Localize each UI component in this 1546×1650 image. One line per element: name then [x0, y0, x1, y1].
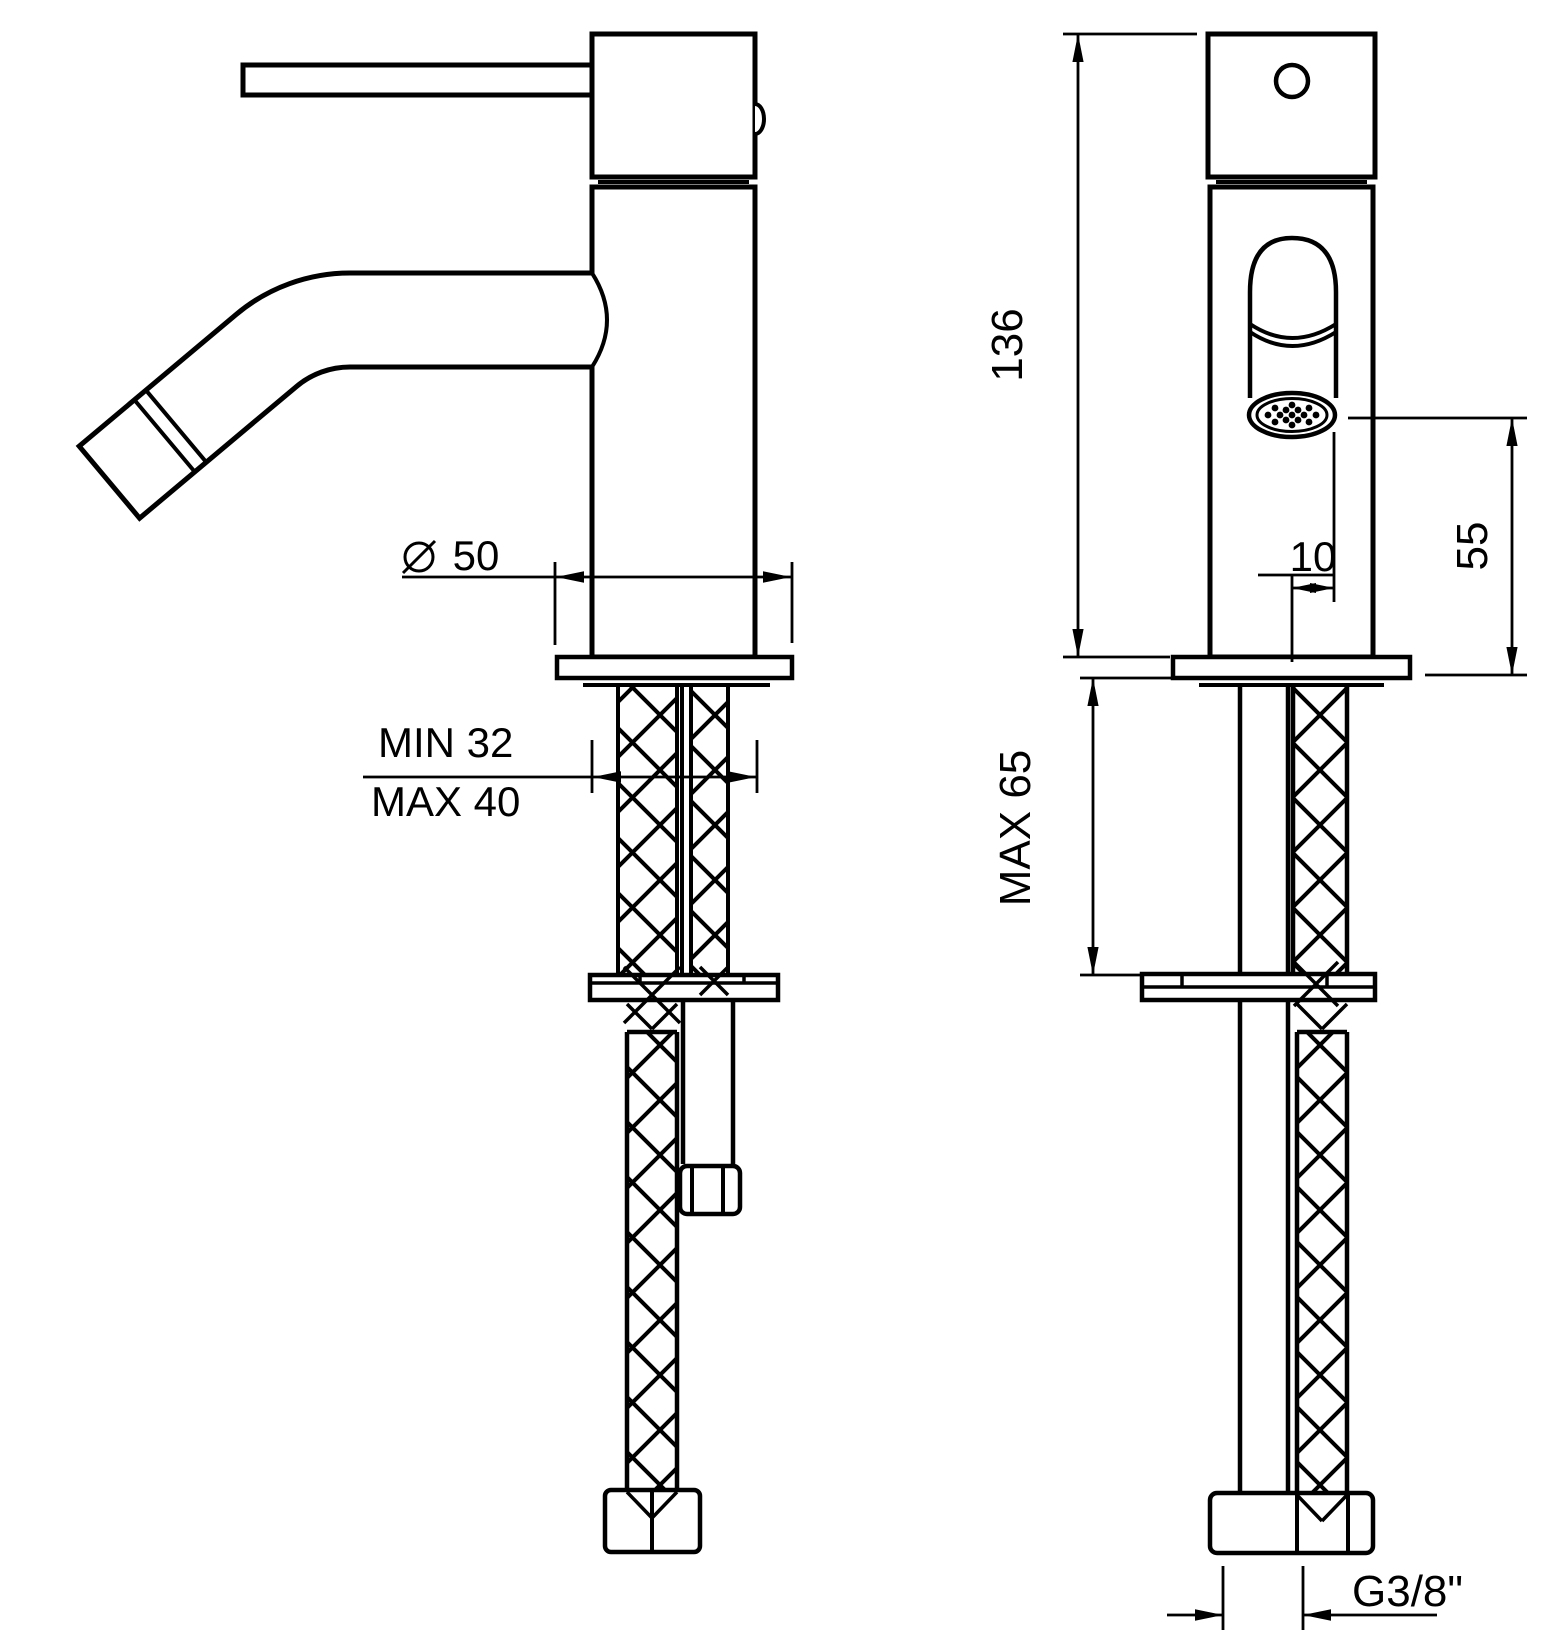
dim-total-height: 136 [983, 32, 1197, 659]
mounting-bracket-detail [1142, 974, 1375, 989]
arrowhead [1506, 647, 1518, 675]
dim-label-max-deck-thickness: MAX 65 [991, 750, 1040, 907]
dimensions: 50 MIN 32 MAX 40 136 MAX 65 [363, 32, 1527, 1630]
supply-hose-front [1294, 1029, 1350, 1493]
hose-hatch-tip [625, 1490, 679, 1520]
front-view [1139, 31, 1413, 1556]
side-view [75, 31, 795, 1555]
dim-label-connection-thread: G3/8" [1352, 1567, 1463, 1616]
deck-plate [554, 654, 795, 681]
dim-max-deck-thickness: MAX 65 [991, 676, 1173, 977]
arrowhead [1310, 583, 1334, 593]
spout-tip-joint-lines [132, 388, 208, 474]
threaded-stud-front-lower [1237, 1000, 1291, 1493]
spout-recess [1247, 235, 1339, 398]
arrowhead [728, 771, 756, 783]
arrowhead [1506, 418, 1518, 446]
handle-block-front [1205, 31, 1378, 180]
dim-label-spout-height: 55 [1448, 522, 1497, 571]
arrowhead [763, 571, 791, 583]
handle-screw-hole [1273, 62, 1311, 100]
dim-label-spout-offset: 10 [1290, 533, 1337, 580]
aerator-rim [1248, 322, 1338, 348]
mounting-nut-plate [587, 972, 781, 1003]
arrowhead [1072, 34, 1084, 62]
supply-hose-hatch [627, 1032, 677, 1490]
supply-hose [624, 1029, 680, 1490]
diameter-symbol [401, 539, 437, 575]
hose-outlines [616, 685, 730, 975]
threaded-stud-front [1237, 685, 1291, 974]
braided-hose-hatch-front [1293, 685, 1347, 974]
supply-hose-hatch-front [1297, 1032, 1347, 1493]
dim-hole-range: MIN 32 MAX 40 [363, 719, 759, 825]
arrowhead [1195, 1609, 1223, 1621]
hatch-through-plate [622, 965, 730, 1025]
arrowhead [1072, 629, 1084, 657]
braided-hose-hatch [618, 685, 677, 975]
hose-outline-front [1290, 685, 1350, 974]
lever-handle [240, 62, 595, 98]
diameter-symbol [403, 541, 435, 573]
dim-label-hole-max: MAX 40 [371, 778, 520, 825]
arrowhead [556, 571, 584, 583]
dim-spout-height: 55 [1348, 416, 1527, 677]
arrowhead [1087, 947, 1099, 975]
hose-end-fitting-facets [1295, 1493, 1350, 1553]
dim-label-hole-min: MIN 32 [378, 719, 513, 766]
arrowhead [1303, 1609, 1331, 1621]
hose-hatch-tip-front [1295, 1002, 1349, 1031]
dim-label-total-height: 136 [983, 308, 1032, 381]
aerator-holes [1264, 401, 1320, 429]
spout [75, 270, 592, 522]
braided-hose-hatch [691, 685, 728, 975]
dim-spout-offset: 10 [1258, 432, 1336, 662]
aerator-ring [1255, 397, 1329, 433]
hose-hatch-tip-front [1295, 1493, 1349, 1523]
fixing-nut [677, 1163, 743, 1217]
dim-base-diameter: 50 [401, 532, 794, 645]
faucet-body [589, 184, 758, 660]
hatch-through-bracket [1292, 960, 1340, 1008]
hose-hatch-tip [625, 1002, 679, 1031]
spout-junction-arc [590, 271, 609, 369]
fixing-nut-facets [690, 1166, 725, 1214]
dim-label-base-diameter: 50 [453, 532, 500, 579]
arrowhead [1087, 678, 1099, 706]
threaded-stud [680, 1000, 736, 1164]
handle-block [589, 31, 758, 180]
indicator-dot [754, 102, 766, 136]
dim-connection-thread: G3/8" [1167, 1566, 1463, 1630]
arrowhead [593, 771, 621, 783]
